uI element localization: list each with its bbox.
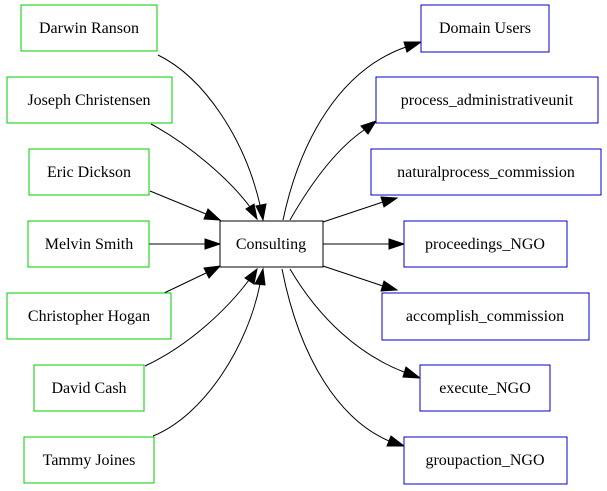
node-label: Domain Users: [439, 20, 531, 37]
edge-consulting-to-proceedings-ngo: [323, 238, 406, 250]
node-christopher-hogan[interactable]: Christopher Hogan: [6, 292, 172, 340]
node-accomplish-commission[interactable]: accomplish_commission: [381, 292, 590, 341]
node-label: groupaction_NGO: [425, 452, 544, 469]
node-darwin-ranson[interactable]: Darwin Ranson: [20, 4, 158, 52]
edge-consulting-to-execute-ngo: [289, 268, 422, 379]
node-label: process_administrativeunit: [401, 92, 574, 109]
edge-tammy-joines-to-consulting: [152, 267, 266, 437]
edge-consulting-to-groupaction-ngo: [281, 268, 406, 447]
edge-consulting-to-process-administrativeunit: [289, 120, 378, 221]
node-label: Darwin Ranson: [39, 20, 139, 37]
edge-consulting-to-naturalprocess-commission: [322, 196, 399, 223]
node-label: Tammy Joines: [43, 452, 136, 469]
node-eric-dickson[interactable]: Eric Dickson: [28, 148, 150, 196]
node-proceedings-ngo[interactable]: proceedings_NGO: [403, 220, 568, 268]
node-execute-ngo[interactable]: execute_NGO: [419, 364, 551, 412]
node-david-cash[interactable]: David Cash: [33, 364, 145, 412]
node-consulting[interactable]: Consulting: [219, 220, 324, 268]
node-label: proceedings_NGO: [425, 236, 545, 253]
node-label: Joseph Christensen: [27, 92, 150, 109]
node-joseph-christensen[interactable]: Joseph Christensen: [6, 76, 173, 124]
edges-layer: [144, 41, 423, 447]
node-label: execute_NGO: [439, 380, 531, 397]
node-tammy-joines[interactable]: Tammy Joines: [23, 436, 155, 484]
node-melvin-smith[interactable]: Melvin Smith: [27, 220, 150, 268]
edge-christopher-hogan-to-consulting: [159, 265, 222, 296]
edge-joseph-christensen-to-consulting: [150, 123, 258, 221]
node-domain-users[interactable]: Domain Users: [420, 4, 550, 53]
node-label: Eric Dickson: [47, 164, 131, 181]
node-label: Christopher Hogan: [28, 308, 150, 325]
edge-eric-dickson-to-consulting: [149, 190, 222, 221]
node-naturalprocess-commission[interactable]: naturalprocess_commission: [370, 148, 602, 196]
node-label: accomplish_commission: [406, 308, 564, 325]
node-groupaction-ngo[interactable]: groupaction_NGO: [403, 436, 568, 485]
edge-melvin-smith-to-consulting: [149, 238, 222, 250]
nodes-layer: Darwin Ranson Joseph Christensen Eric Di…: [6, 4, 602, 485]
node-label: David Cash: [51, 380, 126, 397]
edge-david-cash-to-consulting: [144, 267, 258, 367]
edge-consulting-to-accomplish-commission: [322, 265, 399, 292]
node-label: naturalprocess_commission: [397, 164, 575, 181]
edge-consulting-to-domain-users: [282, 41, 423, 221]
node-label: Consulting: [236, 236, 306, 253]
edge-darwin-ranson-to-consulting: [157, 54, 267, 222]
node-label: Melvin Smith: [45, 236, 133, 253]
node-process-administrativeunit[interactable]: process_administrativeunit: [375, 76, 599, 124]
